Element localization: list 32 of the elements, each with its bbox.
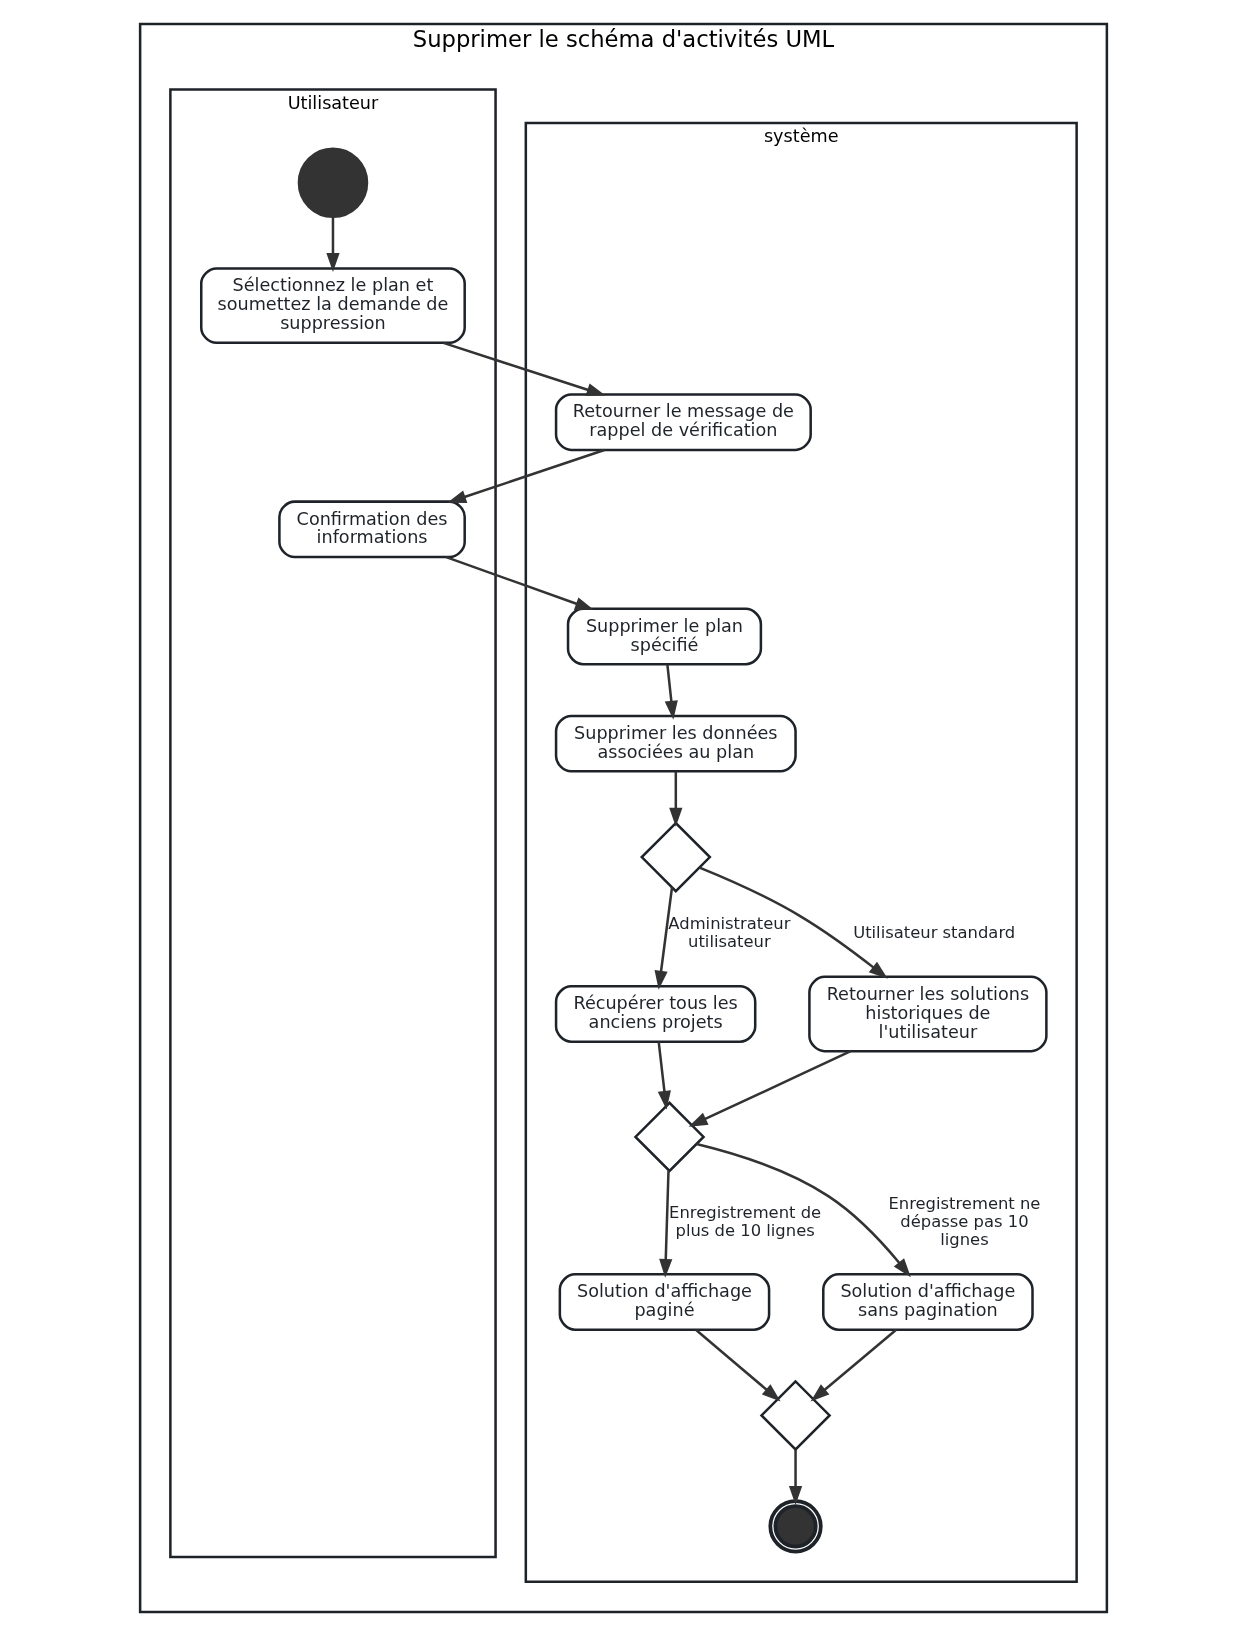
arrow xyxy=(788,1449,802,1505)
arrow xyxy=(668,771,682,827)
node-box: Récupérer tous les anciens projets xyxy=(554,985,756,1043)
arrow xyxy=(695,1142,911,1278)
node-circle xyxy=(297,147,368,219)
arrow xyxy=(664,664,678,720)
edge-label: Enregistrement ne dépasse pas 10 lignes xyxy=(887,1194,1040,1249)
arrow xyxy=(698,866,888,979)
node-diamond xyxy=(639,821,712,893)
node-box: Solution d'affichage sans pagination xyxy=(821,1273,1034,1331)
arrow xyxy=(325,216,340,272)
arrow xyxy=(688,1050,851,1127)
arrow xyxy=(694,1328,781,1402)
node-circle xyxy=(767,1499,823,1554)
node-box: Solution d'affichage paginé xyxy=(558,1273,770,1331)
arrow xyxy=(442,341,605,397)
arrow xyxy=(656,1041,671,1110)
arrow xyxy=(658,1170,672,1278)
node-diamond xyxy=(633,1101,705,1173)
edge-label: Utilisateur standard xyxy=(852,923,1015,943)
edge-label: Administrateur utilisateur xyxy=(667,914,790,952)
node-box: Supprimer les données associées au plan xyxy=(554,714,797,773)
node-box: Retourner le message de rappel de vérification xyxy=(554,393,812,452)
node-box: Sélectionnez le plan et soumettez la demande de suppression xyxy=(199,267,466,345)
arrow xyxy=(445,555,594,610)
node-box: Supprimer le plan spécifié xyxy=(566,607,762,666)
node-box: Confirmation des informations xyxy=(277,500,466,559)
arrow xyxy=(654,887,673,990)
node-box: Retourner les solutions historiques de l'utilisateur xyxy=(807,975,1048,1053)
arrow xyxy=(810,1328,897,1402)
edge-label: Enregistrement de plus de 10 lignes xyxy=(668,1203,821,1240)
arrow xyxy=(446,448,605,504)
